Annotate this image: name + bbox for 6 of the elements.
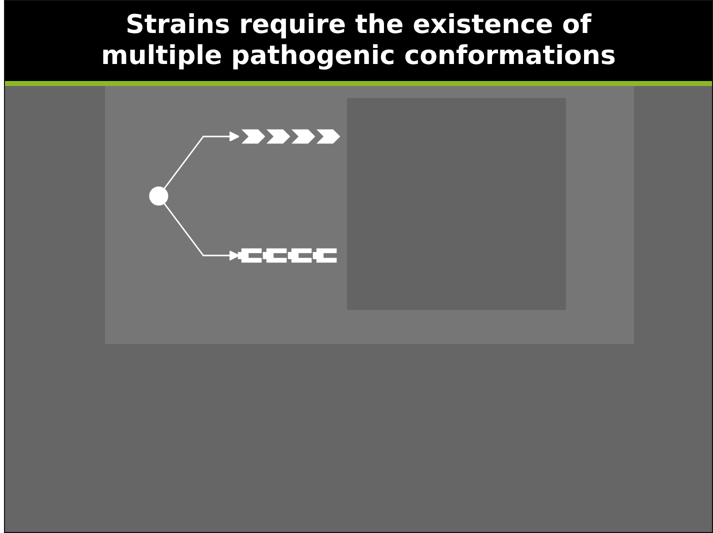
chevron-chain-drawing: [241, 129, 340, 144]
bracket-chain-drawing: [238, 248, 337, 263]
arrow: [163, 202, 240, 261]
particle-circle: [149, 186, 168, 206]
arrow: [163, 131, 240, 190]
title: Strains require the existence of multiple pathogenic conformations: [5, 1, 712, 81]
